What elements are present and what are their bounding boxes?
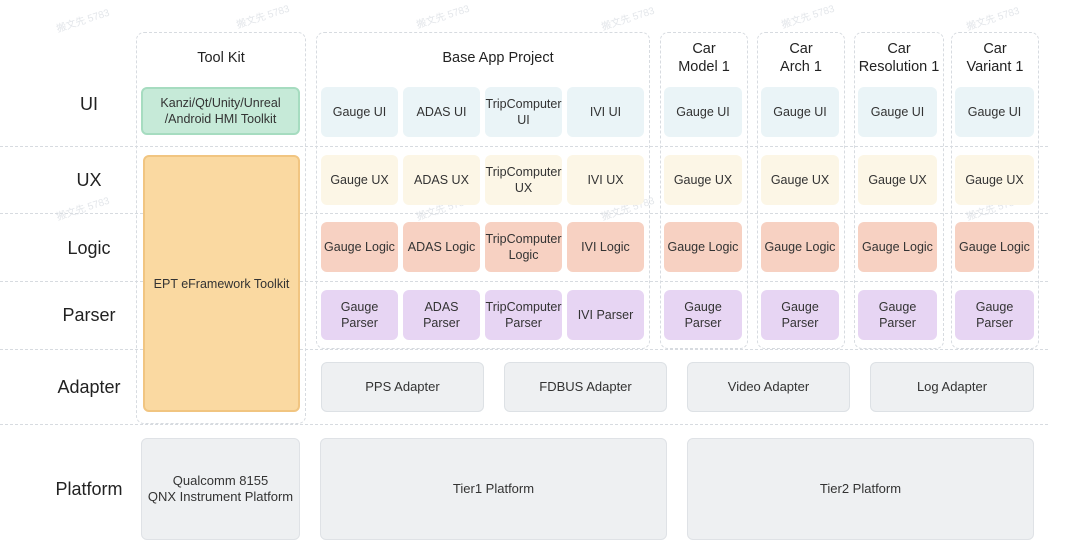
watermark: 搬文先 5783	[235, 3, 292, 32]
base-app-group	[316, 32, 650, 349]
ivi-ux-cell: IVI UX	[567, 155, 644, 205]
column-header-car-variant: Car Variant 1	[966, 41, 1024, 75]
watermark: 搬文先 5783	[965, 5, 1022, 34]
gauge-ui-cell: Gauge UI	[321, 87, 398, 137]
adas-ui-cell: ADAS UI	[403, 87, 480, 137]
watermark: 搬文先 5783	[600, 5, 657, 34]
car-resolution-gauge-logic-cell: Gauge Logic	[858, 222, 937, 272]
adas-parser-cell: ADAS Parser	[403, 290, 480, 340]
fdbus-adapter-box: FDBUS Adapter	[504, 362, 667, 412]
column-header-car-model: Car Model 1	[678, 41, 730, 75]
video-adapter-box: Video Adapter	[687, 362, 850, 412]
row-divider	[0, 424, 1048, 425]
car-variant-gauge-parser-cell: Gauge Parser	[955, 290, 1034, 340]
column-header-car-resolution: Car Resolution 1	[858, 41, 940, 75]
toolkit-group	[136, 32, 306, 424]
watermark: 搬文先 5783	[55, 7, 112, 36]
column-header-car-arch: Car Arch 1	[780, 41, 822, 75]
column-header-toolkit: Tool Kit	[197, 50, 245, 66]
car-model-gauge-logic-cell: Gauge Logic	[664, 222, 742, 272]
row-label-ui: UI	[80, 94, 98, 114]
car-resolution-gauge-ui-cell: Gauge UI	[858, 87, 937, 137]
pps-adapter-box: PPS Adapter	[321, 362, 484, 412]
car-variant-group	[951, 32, 1039, 349]
adas-ux-cell: ADAS UX	[403, 155, 480, 205]
row-label-logic: Logic	[67, 238, 111, 258]
row-label-parser: Parser	[62, 305, 116, 325]
car-arch-group	[757, 32, 845, 349]
car-model-group	[660, 32, 748, 349]
column-header-base-app: Base App Project	[442, 50, 554, 66]
tripcomputer-ui-cell: TripComputer UI	[485, 87, 562, 137]
car-variant-gauge-logic-cell: Gauge Logic	[955, 222, 1034, 272]
car-model-gauge-ux-cell: Gauge UX	[664, 155, 742, 205]
adas-logic-cell: ADAS Logic	[403, 222, 480, 272]
car-model-gauge-parser-cell: Gauge Parser	[664, 290, 742, 340]
tripcomputer-parser-cell: TripComputer Parser	[485, 290, 562, 340]
tier2-platform-box: Tier2 Platform	[687, 438, 1034, 540]
watermark: 搬文先 5783	[780, 3, 837, 32]
row-label-platform: Platform	[55, 479, 123, 499]
row-divider	[0, 281, 1048, 282]
ivi-ui-cell: IVI UI	[567, 87, 644, 137]
log-adapter-box: Log Adapter	[870, 362, 1034, 412]
car-arch-gauge-logic-cell: Gauge Logic	[761, 222, 839, 272]
gauge-parser-cell: Gauge Parser	[321, 290, 398, 340]
row-divider	[0, 146, 1048, 147]
row-divider	[0, 213, 1048, 214]
watermark: 搬文先 5783	[415, 3, 472, 32]
car-variant-gauge-ux-cell: Gauge UX	[955, 155, 1034, 205]
gauge-logic-cell: Gauge Logic	[321, 222, 398, 272]
hmi-toolkit-box: Kanzi/Qt/Unity/Unreal /Android HMI Toolk…	[141, 87, 300, 135]
gauge-ux-cell: Gauge UX	[321, 155, 398, 205]
tripcomputer-logic-cell: TripComputer Logic	[485, 222, 562, 272]
watermark: 搬文先 5783	[55, 195, 112, 224]
ivi-logic-cell: IVI Logic	[567, 222, 644, 272]
ivi-parser-cell: IVI Parser	[567, 290, 644, 340]
qualcomm-platform-box: Qualcomm 8155 QNX Instrument Platform	[141, 438, 300, 540]
car-resolution-gauge-ux-cell: Gauge UX	[858, 155, 937, 205]
row-divider	[0, 349, 1048, 350]
car-arch-gauge-ux-cell: Gauge UX	[761, 155, 839, 205]
car-resolution-group	[854, 32, 944, 349]
car-arch-gauge-parser-cell: Gauge Parser	[761, 290, 839, 340]
car-arch-gauge-ui-cell: Gauge UI	[761, 87, 839, 137]
car-variant-gauge-ui-cell: Gauge UI	[955, 87, 1034, 137]
eframework-toolkit-box: EPT eFramework Toolkit	[143, 155, 300, 412]
tier1-platform-box: Tier1 Platform	[320, 438, 667, 540]
row-label-ux: UX	[76, 170, 102, 190]
car-model-gauge-ui-cell: Gauge UI	[664, 87, 742, 137]
row-label-adapter: Adapter	[57, 377, 121, 397]
car-resolution-gauge-parser-cell: Gauge Parser	[858, 290, 937, 340]
tripcomputer-ux-cell: TripComputer UX	[485, 155, 562, 205]
